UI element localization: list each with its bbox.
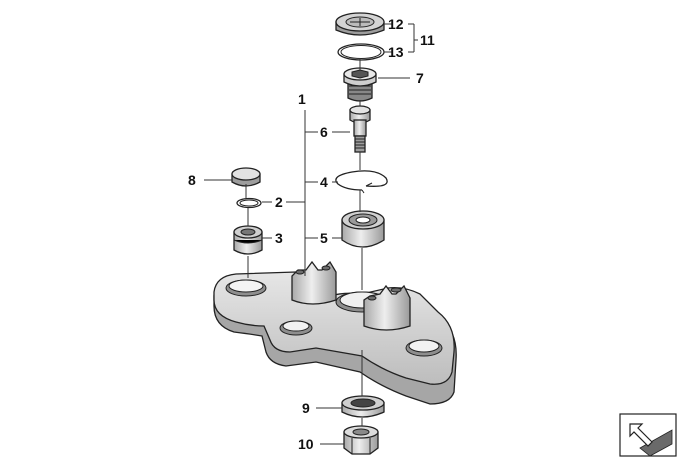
callouts: 1 2 3 4 5 6 7 8 9 10 11 12 13 <box>188 16 435 452</box>
leader-lines <box>204 23 418 445</box>
assembly-lines <box>245 58 363 426</box>
callout-9: 9 <box>302 400 310 416</box>
part-bolt-6 <box>349 105 371 153</box>
callout-8: 8 <box>188 172 196 188</box>
part-seal-9 <box>341 395 385 418</box>
callout-5: 5 <box>320 230 328 246</box>
part-circlip-4 <box>335 170 388 194</box>
part-cap-12 <box>335 12 385 36</box>
part-bearing-5 <box>341 210 385 248</box>
part-cap-8 <box>231 167 261 187</box>
fork-bridge <box>213 260 457 405</box>
part-o-ring-13 <box>337 43 385 61</box>
callout-11: 11 <box>420 32 435 48</box>
callout-12: 12 <box>388 16 404 32</box>
callout-7: 7 <box>416 70 424 86</box>
part-nut-10 <box>343 425 379 455</box>
part-bush-3 <box>233 225 263 255</box>
callout-13: 13 <box>388 44 404 60</box>
callout-10: 10 <box>298 436 314 452</box>
part-plug-7 <box>343 67 377 102</box>
callout-3: 3 <box>275 230 283 246</box>
part-ring-2 <box>236 197 262 209</box>
callout-6: 6 <box>320 124 328 140</box>
callout-1: 1 <box>298 91 306 107</box>
arrow-view-icon <box>619 413 677 457</box>
callout-4: 4 <box>320 174 328 190</box>
callout-2: 2 <box>275 194 283 210</box>
